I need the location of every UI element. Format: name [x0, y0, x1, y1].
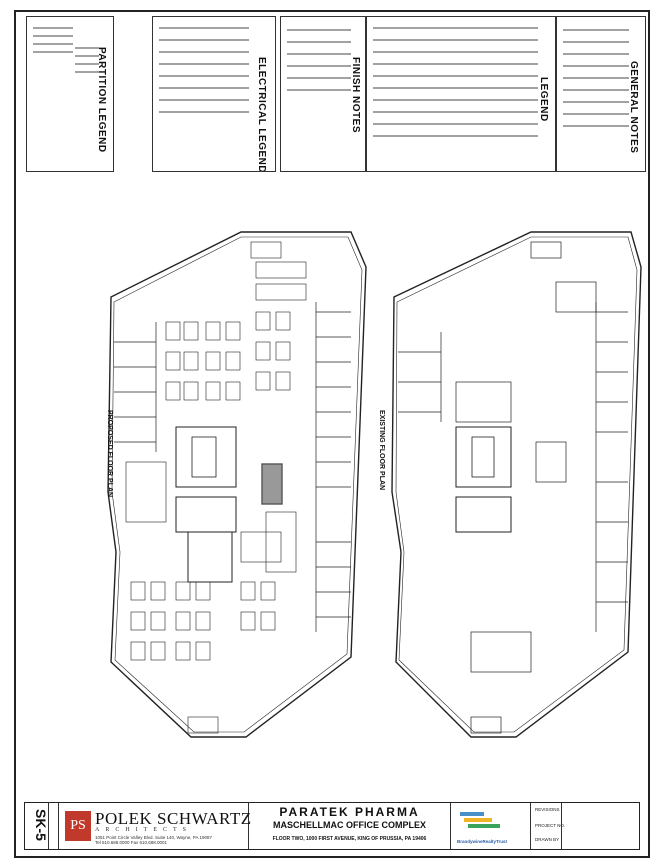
- proposed-plan-label: PROPOSED FLOOR PLAN: [106, 410, 113, 497]
- firm-logo: PS: [65, 811, 91, 841]
- project-name: MASCHELLMAC OFFICE COMPLEX: [273, 820, 426, 830]
- builder-name: BrandywineRealtyTrust: [457, 839, 508, 844]
- project-cell: PARATEK PHARMA MASCHELLMAC OFFICE COMPLE…: [249, 803, 451, 849]
- project-client: PARATEK PHARMA: [279, 805, 420, 819]
- firm-name: POLEK SCHWARTZ: [95, 809, 252, 828]
- finish-notes-title: FINISH NOTES: [350, 57, 361, 134]
- existing-floor-plan: [391, 231, 642, 738]
- electrical-legend-title: ELECTRICAL LEGEND: [256, 57, 267, 172]
- firm-cell: PS POLEK SCHWARTZ ARCHITECTS 1051 Point …: [59, 803, 252, 849]
- drawn-by-label: DRAWN BY: [535, 837, 560, 842]
- legend-block: LEGEND: [366, 16, 556, 172]
- proposed-floor-plan: [107, 231, 367, 738]
- info-cell: REVISIONS PROJECT NO. DRAWN BY: [531, 803, 641, 849]
- legend-title: LEGEND: [538, 77, 549, 122]
- finish-notes-block: FINISH NOTES: [280, 16, 366, 172]
- title-block: SK-5 PS POLEK SCHWARTZ ARCHITECTS 1051 P…: [24, 802, 640, 850]
- firm-address: 1051 Point Circle Valley Blvd. Suite 140…: [95, 835, 212, 845]
- partition-legend-block: PARTITION LEGEND: [26, 16, 114, 172]
- sheet-number-cell: SK-5: [25, 803, 49, 849]
- builder-cell: BrandywineRealtyTrust: [451, 803, 531, 849]
- firm-tagline: ARCHITECTS: [95, 827, 193, 833]
- builder-logo-icon: [460, 812, 500, 828]
- existing-plan-label: EXISTING FLOOR PLAN: [378, 410, 385, 490]
- electrical-legend-block: ELECTRICAL LEGEND: [152, 16, 276, 172]
- revisions-label: REVISIONS: [535, 807, 560, 812]
- general-notes-title: GENERAL NOTES: [628, 61, 639, 154]
- project-address: FLOOR TWO, 1000 FIRST AVENUE, KING OF PR…: [272, 836, 427, 842]
- sheet-number: SK-5: [32, 809, 49, 841]
- project-no-label: PROJECT NO.: [535, 823, 566, 828]
- general-notes-block: GENERAL NOTES: [556, 16, 646, 172]
- drawing-sheet: PARTITION LEGEND ELECTRICAL LEGEND FINIS…: [14, 10, 650, 858]
- floor-plans: PROPOSED FLOOR PLAN EXISTING FLOOR PLAN: [106, 231, 642, 738]
